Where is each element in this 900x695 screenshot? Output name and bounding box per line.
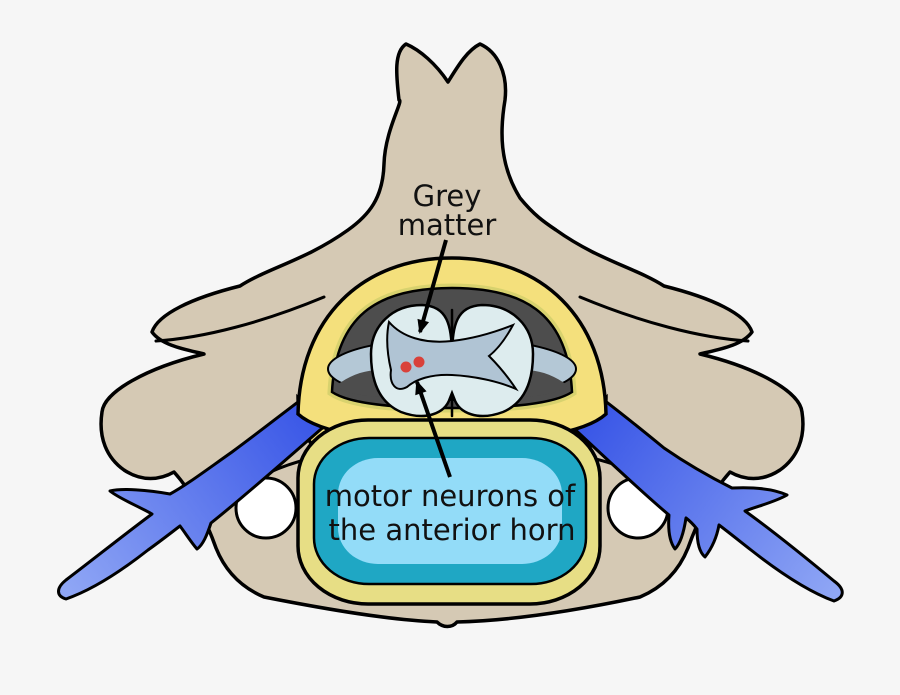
bone-contour-right (578, 295, 750, 343)
bone-contour-left (154, 295, 326, 343)
spinal-nerve-left (57, 365, 362, 601)
motor-neuron-arrow (415, 380, 452, 478)
grey-matter-shape (386, 319, 519, 392)
motor-neurons-label-line1: motor neurons of (325, 479, 576, 513)
motor-neuron-dot-2 (413, 356, 425, 368)
vertebral-body-center (338, 458, 562, 564)
grey-matter-label-line2: matter (398, 208, 497, 242)
motor-neuron-dot-1 (400, 361, 412, 373)
grey-matter-arrow (417, 239, 448, 334)
spinal-nerve-right (542, 365, 844, 603)
motor-neurons-label-line2: the anterior horn (329, 513, 576, 547)
grey-matter-label-line1: Grey (413, 179, 482, 213)
